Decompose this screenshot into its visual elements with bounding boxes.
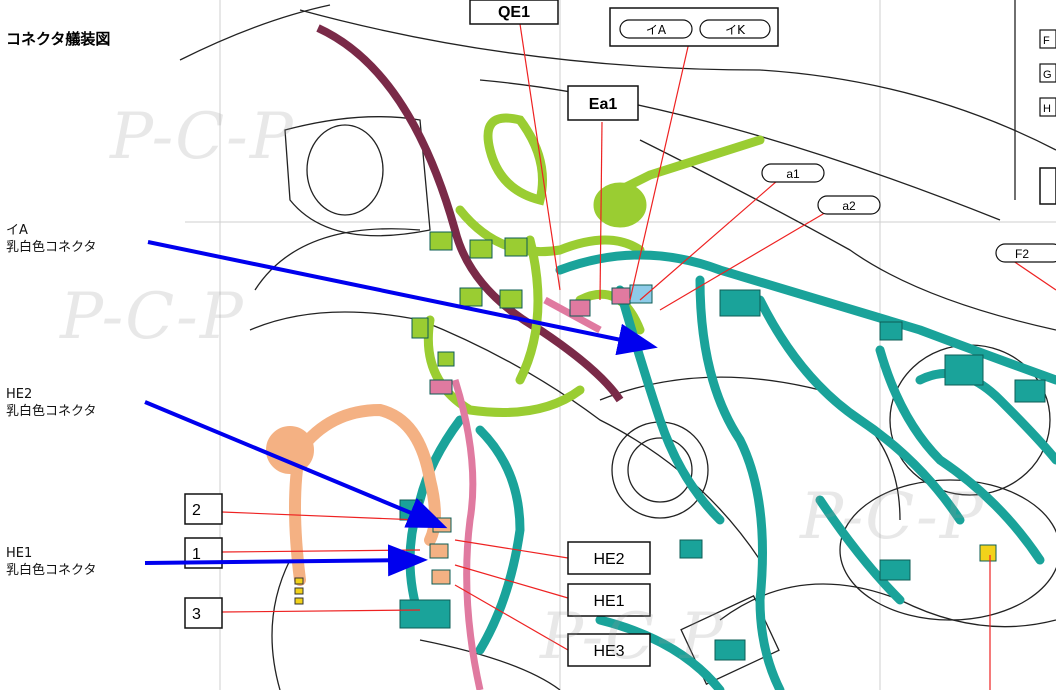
label-ea1: Ea1 [589,96,618,113]
arrow-he2 [144,400,448,529]
label-box-side-g: G [1039,63,1056,83]
label-a1: a1 [786,167,800,181]
callout-he1: HE1 乳白色コネクタ [6,545,96,579]
label-ia: イA [646,23,667,37]
label-box-he1: HE1 [567,583,651,617]
callout-he1-desc: 乳白色コネクタ [6,563,97,578]
callout-arrows [144,240,658,577]
arrow-he1 [144,544,428,577]
callout-he2-name: HE2 [6,387,33,402]
label-qe1: QE1 [498,4,530,21]
label-box-he2: HE2 [567,541,651,575]
label-box-ea1: Ea1 [567,85,639,121]
arrow-ia [147,240,658,356]
label-box-side-h: H [1039,97,1056,117]
callout-he1-name: HE1 [6,546,33,561]
label-box-he3: HE3 [567,633,651,667]
label-group-ia-ik: イA イK [609,7,779,47]
small-connector-stack [294,577,304,605]
label-box-left-2: 2 [184,493,223,525]
label-he2: HE2 [593,551,624,568]
label-pill-a2: a2 [817,195,881,215]
page-title: コネクタ艤装図 [6,30,111,48]
label-pill-f2: F2 [995,243,1056,263]
harness-purple [316,24,624,403]
harness-teal [405,250,1056,690]
label-left-2: 2 [192,502,201,519]
callout-he2: HE2 乳白色コネクタ [6,386,96,420]
label-box-side-f: F [1039,29,1056,49]
harness-green [423,113,765,417]
label-he3: HE3 [593,643,624,660]
callout-he2-desc: 乳白色コネクタ [6,404,97,419]
callout-ia-name: イA [6,223,28,238]
label-he1: HE1 [593,593,624,610]
label-side-h: H [1043,103,1051,115]
label-left-3: 3 [192,606,201,623]
label-box-qe1: QE1 [469,0,559,25]
label-left-1: 1 [192,546,201,563]
label-f2: F2 [1015,247,1029,261]
label-side-g: G [1043,69,1052,81]
callout-ia: イA 乳白色コネクタ [6,222,96,256]
label-side-f: F [1043,35,1050,47]
callout-ia-desc: 乳白色コネクタ [6,240,97,255]
label-a2: a2 [842,199,856,213]
label-pill-a1: a1 [761,163,825,183]
label-box-right-edge [1039,167,1056,205]
label-ik: イK [725,23,746,37]
label-box-left-3: 3 [184,597,223,629]
